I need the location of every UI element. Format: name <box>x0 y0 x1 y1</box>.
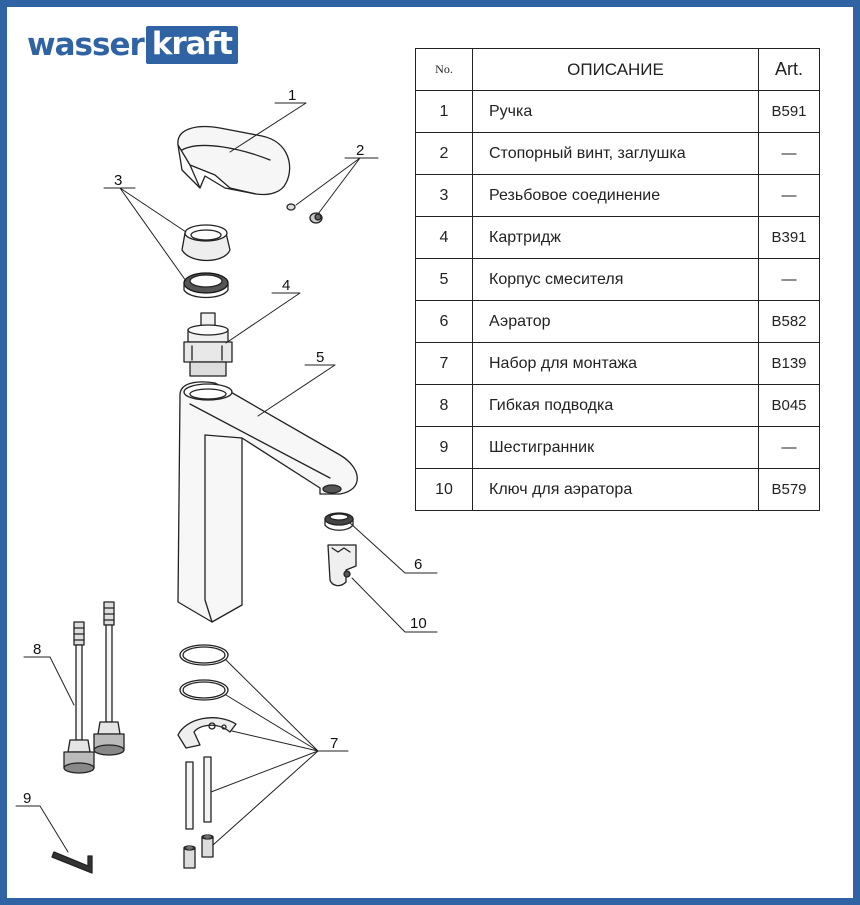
row-art: — <box>758 174 820 217</box>
header-description: ОПИСАНИЕ <box>472 48 759 91</box>
row-art: B391 <box>758 216 820 259</box>
row-no: 6 <box>415 300 473 343</box>
row-description: Ключ для аэратора <box>472 468 759 511</box>
row-description: Резьбовое соединение <box>472 174 759 217</box>
callout-7: 7 <box>330 735 338 752</box>
row-art: B139 <box>758 342 820 385</box>
row-no: 3 <box>415 174 473 217</box>
row-art: B591 <box>758 90 820 133</box>
row-art: B045 <box>758 384 820 427</box>
callout-10: 10 <box>410 615 427 632</box>
leader-lines <box>15 102 438 853</box>
brand-text-kraft: kraft <box>145 26 238 64</box>
row-description: Ручка <box>472 90 759 133</box>
row-description: Гибкая подводка <box>472 384 759 427</box>
row-no: 10 <box>415 468 473 511</box>
aerator-part <box>324 512 354 531</box>
callout-8: 8 <box>33 641 41 658</box>
hex-key-part <box>51 851 93 874</box>
flexible-hoses-part <box>63 601 125 774</box>
mounting-kit-part <box>177 644 237 869</box>
row-art: — <box>758 426 820 469</box>
aerator-key-part <box>327 544 357 587</box>
callout-6: 6 <box>414 556 422 573</box>
header-art: Art. <box>758 48 820 91</box>
callout-2: 2 <box>356 142 364 159</box>
brand-text-wasser: wasser <box>27 27 145 63</box>
callout-3: 3 <box>114 172 122 189</box>
row-art: — <box>758 258 820 301</box>
cartridge-part <box>183 312 233 377</box>
row-art: — <box>758 132 820 175</box>
row-no: 4 <box>415 216 473 259</box>
callout-1: 1 <box>288 87 296 104</box>
callout-5: 5 <box>316 349 324 366</box>
threaded-connection-part <box>181 224 231 299</box>
row-art: B579 <box>758 468 820 511</box>
mixer-body-part <box>177 381 358 623</box>
row-description: Шестигранник <box>472 426 759 469</box>
callout-4: 4 <box>282 277 290 294</box>
callout-9: 9 <box>23 790 31 807</box>
screw-plug-part <box>286 203 323 224</box>
handle-part <box>177 125 291 196</box>
